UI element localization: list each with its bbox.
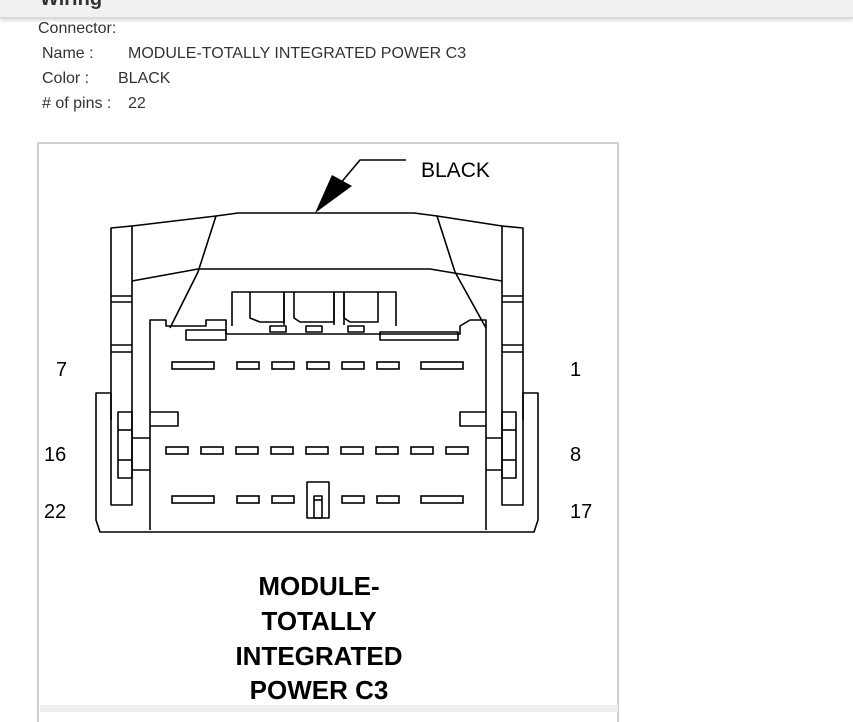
pins-value: 22 <box>128 95 146 112</box>
connector-heading: Connector: <box>38 20 117 37</box>
latch-top-edge <box>131 212 503 227</box>
name-label: Name : <box>42 45 94 62</box>
pin-row-1 <box>171 361 464 370</box>
header-title: Wiring <box>40 0 102 11</box>
pin-row-3 <box>171 495 464 504</box>
connector-housing <box>95 408 539 533</box>
pins-label: # of pins : <box>42 95 112 112</box>
pin-label-1: 1 <box>570 359 581 381</box>
left-rail <box>110 225 133 420</box>
color-callout: BLACK <box>421 159 490 182</box>
locking-tab <box>231 291 397 326</box>
name-value: MODULE-TOTALLY INTEGRATED POWER C3 <box>128 45 467 62</box>
callout-arrowhead <box>315 175 352 213</box>
bottom-strip <box>40 705 618 712</box>
pin-label-22: 22 <box>44 501 66 523</box>
diagram-title-line-4: POWER C3 <box>250 675 389 705</box>
diagram-title-line-2: TOTALLY <box>261 606 376 636</box>
diagram-title: MODULE- TOTALLY INTEGRATED POWER C3 <box>235 571 402 705</box>
right-rail <box>501 225 524 420</box>
pin-label-7: 7 <box>56 359 67 381</box>
color-value: BLACK <box>118 70 171 87</box>
diagram-title-line-3: INTEGRATED <box>235 641 402 671</box>
connector-diagram-frame <box>37 142 619 722</box>
pin-label-17: 17 <box>570 501 592 523</box>
pin-label-16: 16 <box>44 444 66 466</box>
app-header: Wiring <box>0 0 853 18</box>
pin-label-8: 8 <box>570 444 581 466</box>
color-label: Color : <box>42 70 90 87</box>
pin-row-2 <box>165 446 469 455</box>
diagram-title-line-1: MODULE- <box>258 571 379 601</box>
connector-body <box>149 319 487 530</box>
